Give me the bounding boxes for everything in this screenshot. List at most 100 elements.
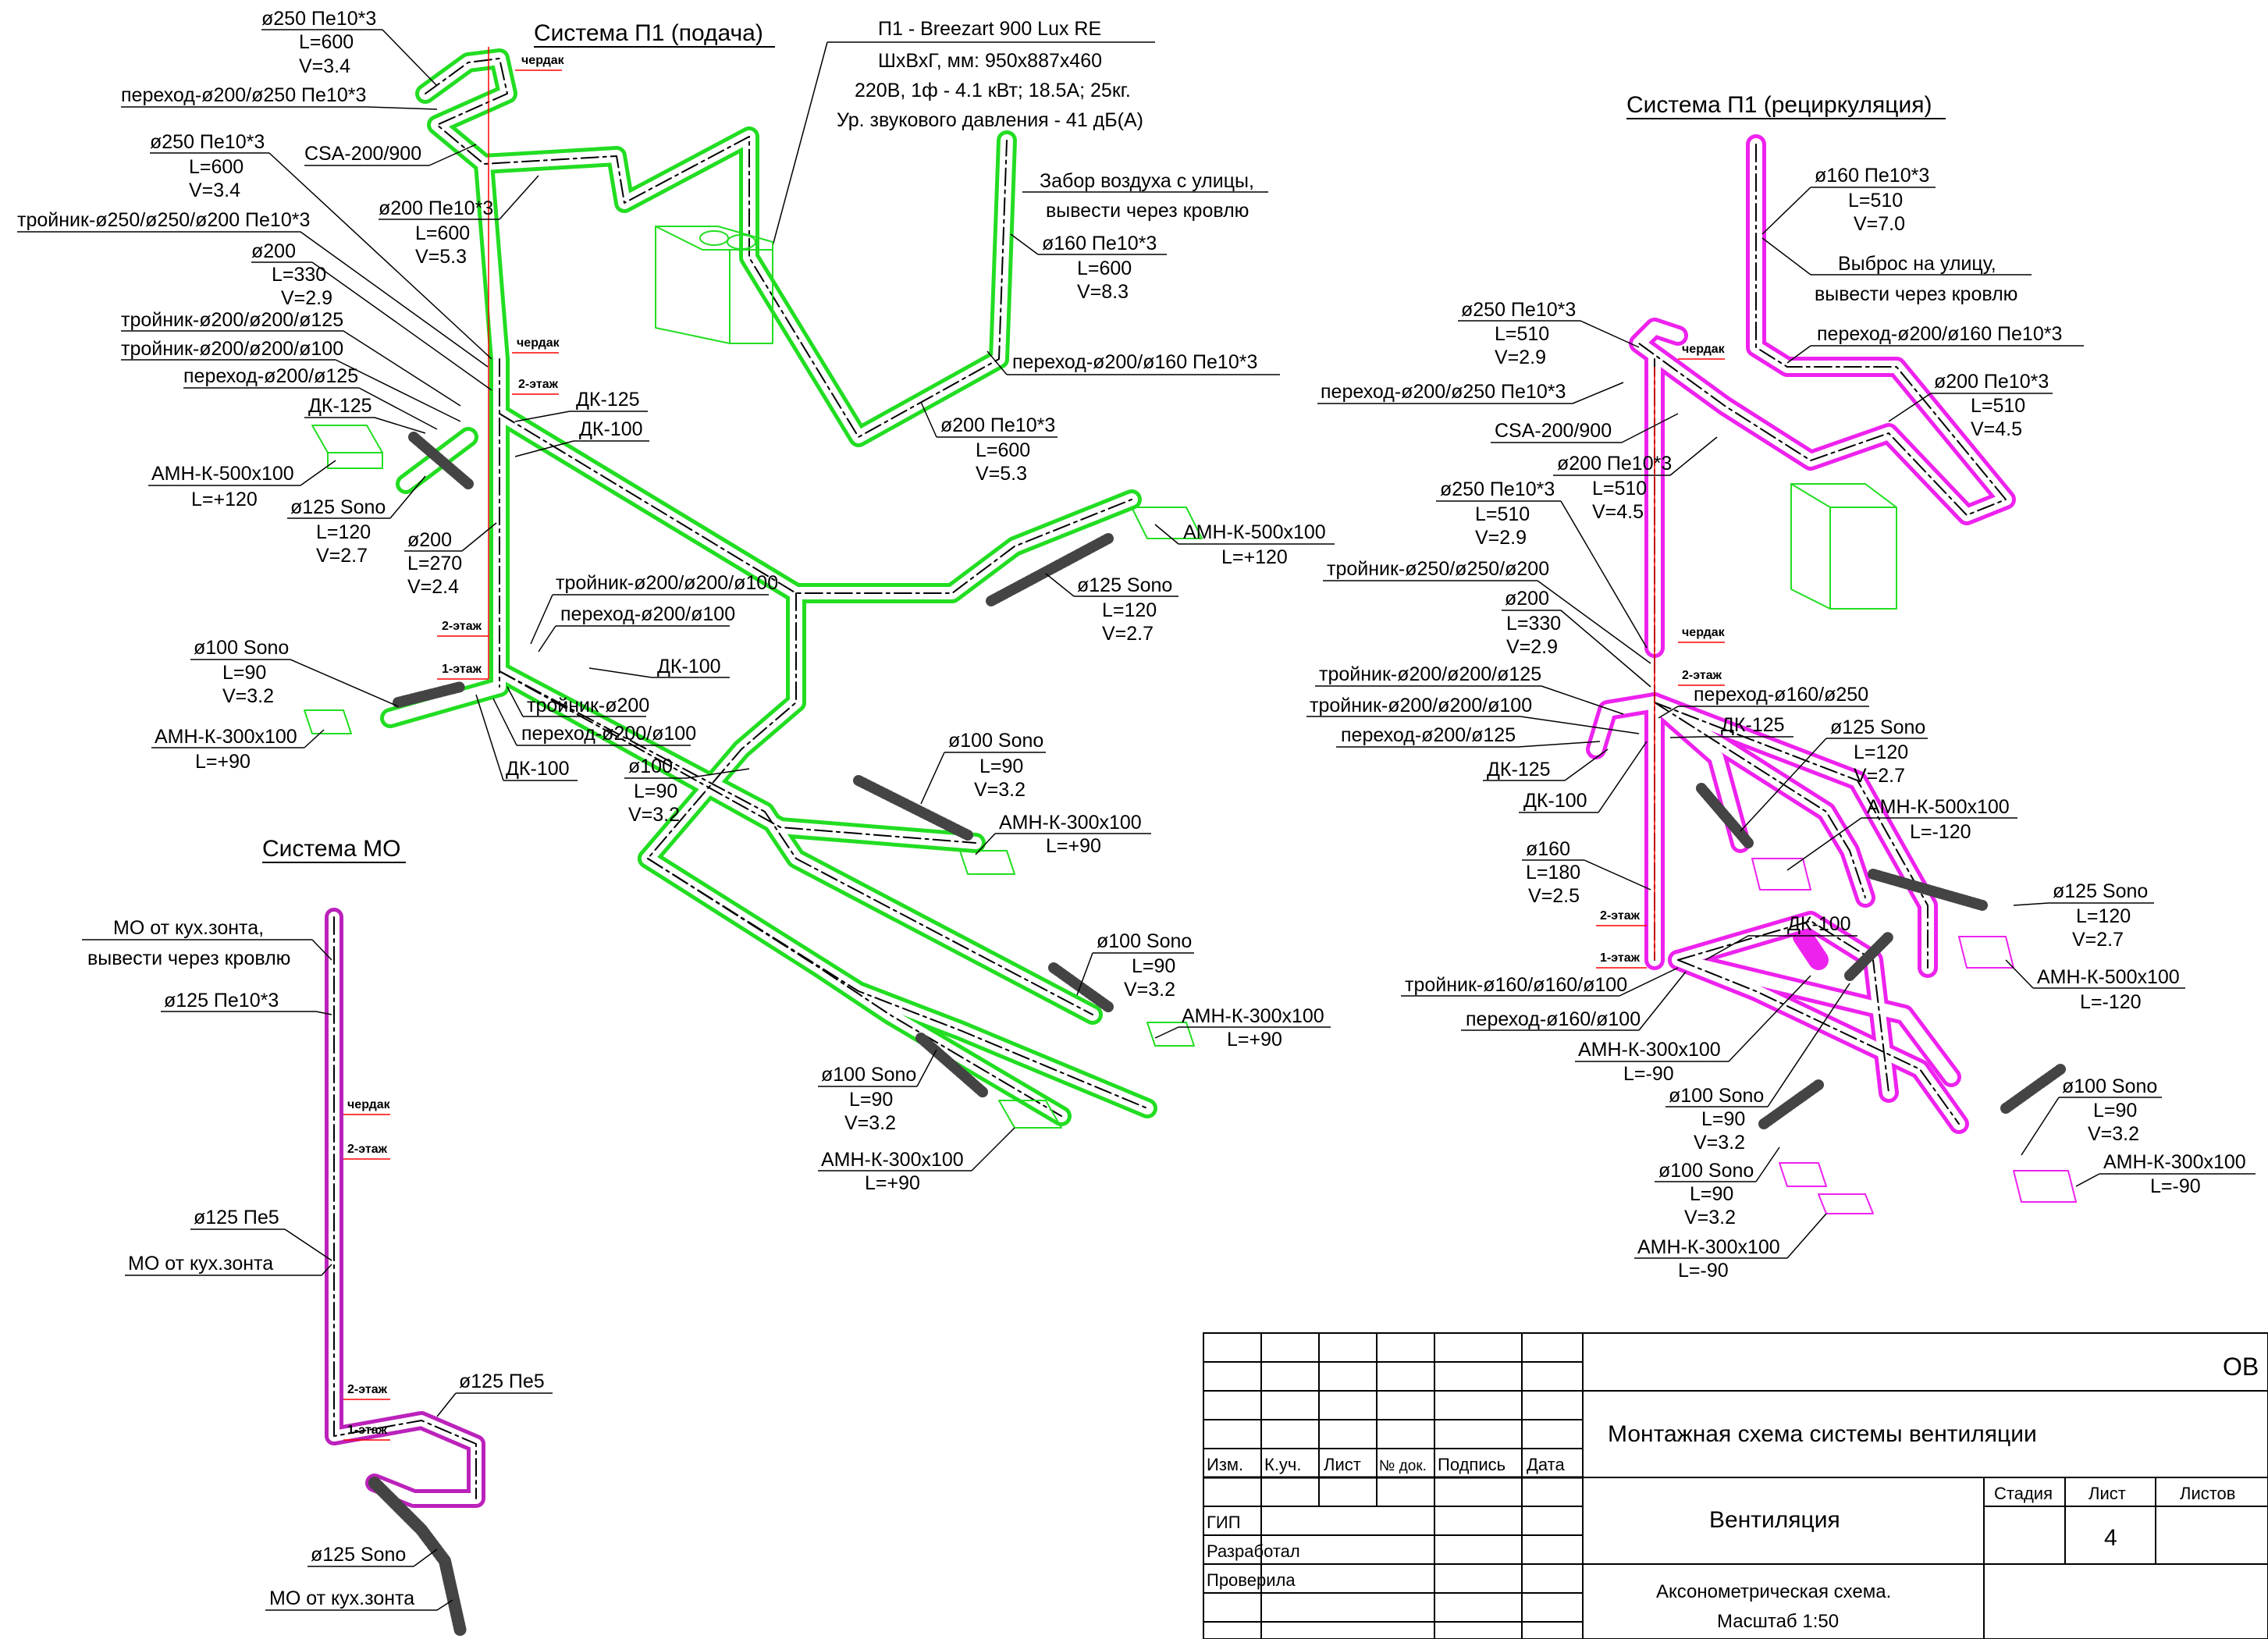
label-duct-160: ø160 L=180 V=2.5: [1522, 838, 1651, 907]
svg-text:ø200 Пе10*3: ø200 Пе10*3: [379, 197, 493, 219]
label-silencer: CSA-200/900: [1491, 413, 1679, 443]
floor-mark-floor2: 2-этаж: [1600, 909, 1641, 923]
svg-text:АМН-К-300х100: АМН-К-300х100: [1578, 1039, 1721, 1061]
label-transition: переход-ø200/ø250 Пе10*3: [1317, 381, 1624, 404]
svg-text:V=2.9: V=2.9: [281, 287, 332, 309]
doc-code: ОВ: [2223, 1353, 2259, 1381]
svg-text:V=5.3: V=5.3: [415, 246, 467, 268]
doc-section: Вентиляция: [1709, 1507, 1840, 1533]
svg-text:МО от кух.зонта: МО от кух.зонта: [269, 1587, 414, 1609]
svg-text:L=510: L=510: [1495, 323, 1549, 345]
svg-text:ДК-125: ДК-125: [1487, 759, 1551, 780]
label-diffuser: АМН-К-300х100 L=-90: [2075, 1151, 2256, 1197]
svg-text:V=4.5: V=4.5: [1971, 418, 2022, 440]
svg-text:L=90: L=90: [2093, 1100, 2137, 1122]
svg-text:ДК-100: ДК-100: [1787, 913, 1851, 935]
label-duct-200: ø200 Пе10*3 L=600 V=5.3: [379, 175, 539, 268]
svg-text:переход-ø200/ø100: переход-ø200/ø100: [560, 603, 735, 625]
svg-text:L=90: L=90: [849, 1089, 893, 1111]
svg-text:переход-ø160/ø250: переход-ø160/ø250: [1694, 684, 1868, 706]
svg-text:тройник-ø200/ø200/ø100: тройник-ø200/ø200/ø100: [556, 572, 778, 594]
recirc-labels: ø160 Пе10*3 L=510 V=7.0 Выброс на улицу,…: [1306, 165, 2256, 1282]
svg-text:V=2.5: V=2.5: [1528, 885, 1580, 907]
sheet-value: 4: [2104, 1525, 2117, 1551]
svg-text:АМН-К-500х100: АМН-К-500х100: [151, 463, 294, 485]
svg-text:ø250 Пе10*3: ø250 Пе10*3: [150, 131, 265, 153]
svg-text:переход-ø200/ø250 Пе10*3: переход-ø200/ø250 Пе10*3: [121, 84, 366, 106]
svg-text:ДК-100: ДК-100: [1523, 790, 1587, 812]
svg-text:L=600: L=600: [189, 156, 244, 178]
label-air-intake: Забор воздуха с улицы, вывести через кро…: [1022, 170, 1268, 222]
svg-text:V=2.9: V=2.9: [1506, 636, 1558, 658]
svg-text:ø200: ø200: [251, 240, 296, 262]
system-title-p1-supply: Система П1 (подача): [534, 20, 775, 48]
label-tee: тройник-ø200/ø200/ø125: [121, 309, 461, 407]
svg-text:V=3.2: V=3.2: [1124, 979, 1175, 1001]
svg-text:АМН-К-500х100: АМН-К-500х100: [2037, 966, 2180, 988]
svg-text:L=180: L=180: [1526, 862, 1580, 883]
label-diffuser: АМН-К-300х100 L=-90: [1575, 975, 1811, 1085]
label-transition: переход-ø200/ø125: [183, 365, 438, 430]
svg-text:L=510: L=510: [1971, 395, 2025, 417]
svg-text:V=3.2: V=3.2: [222, 685, 274, 707]
label-diffuser: АМН-К-300х100 L=+90: [975, 812, 1151, 857]
label-duct-100: ø100 L=90 V=3.2: [624, 756, 750, 826]
svg-text:L=510: L=510: [1848, 190, 1903, 212]
label-tee: тройник-ø160/ø160/ø100: [1401, 967, 1679, 997]
svg-text:тройник-ø200/ø200/ø100: тройник-ø200/ø200/ø100: [121, 338, 343, 360]
label-duct-200: ø200 Пе10*3 L=600 V=5.3: [920, 401, 1058, 485]
label-damper: ДК-125: [1483, 748, 1609, 781]
svg-text:L=-90: L=-90: [1623, 1063, 1674, 1085]
svg-text:L=90: L=90: [1132, 955, 1175, 977]
svg-text:ø125 Пе5: ø125 Пе5: [194, 1207, 279, 1228]
doc-scale: Масштаб 1:50: [1717, 1611, 1839, 1632]
svg-text:МО от кух.зонта,: МО от кух.зонта,: [113, 917, 264, 939]
supply-ductwork: [304, 48, 1203, 1129]
label-damper: ДК-100: [588, 656, 730, 678]
recirc-floor-marks: чердак чердак 2-этаж 2-этаж 1-этаж: [1596, 343, 1726, 969]
svg-text:L=90: L=90: [1690, 1183, 1733, 1205]
svg-text:ø200: ø200: [407, 529, 452, 551]
header-doc-no: № док.: [1379, 1458, 1427, 1474]
doc-title: Монтажная схема системы вентиляции: [1608, 1421, 2037, 1447]
label-duct-250: ø250 Пе10*3 L=600 V=3.4: [150, 131, 492, 360]
label-flex-100: ø100 Sono L=90 V=3.2: [190, 637, 399, 707]
svg-text:V=8.3: V=8.3: [1077, 281, 1129, 303]
label-silencer: CSA-200/900: [304, 143, 477, 166]
label-transition: переход-ø160/ø250: [1658, 684, 1869, 719]
label-transition: переход-ø160/ø100: [1461, 971, 1687, 1031]
label-diffuser: АМН-К-300х100 L=+90: [151, 726, 325, 773]
doc-drawing-name: Аксонометрическая схема.: [1656, 1581, 1891, 1602]
svg-text:тройник-ø250/ø250/ø200 Пе10*3: тройник-ø250/ø250/ø200 Пе10*3: [17, 209, 310, 231]
label-exhaust: Выброс на улицу, вывести через кровлю: [1761, 237, 2032, 305]
header-change: Изм.: [1207, 1455, 1243, 1474]
svg-text:CSA-200/900: CSA-200/900: [1495, 420, 1612, 442]
svg-text:L=600: L=600: [299, 31, 354, 53]
label-tee: тройник-ø250/ø250/ø200 Пе10*3: [17, 209, 489, 368]
floor-mark-floor1: 1-этаж: [442, 663, 482, 676]
floor-mark-attic: чердак: [347, 1098, 391, 1111]
svg-text:ø160 Пе10*3: ø160 Пе10*3: [1042, 233, 1157, 254]
svg-text:V=3.2: V=3.2: [628, 804, 680, 826]
label-flex-100: ø100 Sono L=90 V=3.2: [2021, 1075, 2162, 1156]
svg-text:Выброс на улицу,: Выброс на улицу,: [1838, 253, 1996, 275]
svg-text:ø100 Sono: ø100 Sono: [821, 1064, 916, 1086]
svg-text:V=2.7: V=2.7: [1102, 623, 1154, 645]
mo-ductwork: [325, 908, 485, 1637]
label-mo-flex: ø125 Sono: [307, 1544, 438, 1567]
label-tee: тройник-ø200/ø200/ø100: [121, 338, 461, 422]
label-transition: переход-ø200/ø250 Пе10*3: [121, 84, 438, 110]
sheets-label: Листов: [2180, 1484, 2235, 1503]
svg-text:АМН-К-300х100: АМН-К-300х100: [999, 812, 1142, 834]
svg-text:V=2.7: V=2.7: [1854, 765, 1905, 787]
svg-text:ø100 Sono: ø100 Sono: [1097, 930, 1192, 952]
svg-text:тройник-ø200/ø200/ø125: тройник-ø200/ø200/ø125: [1319, 663, 1541, 685]
floor-mark-floor1: 1-этаж: [1600, 951, 1641, 965]
label-transition: переход-ø200/ø160 Пе10*3: [986, 350, 1280, 375]
svg-text:V=2.7: V=2.7: [316, 545, 368, 567]
sheet-label: Лист: [2088, 1484, 2126, 1503]
svg-text:L=-120: L=-120: [1910, 821, 1971, 843]
svg-text:ø100 Sono: ø100 Sono: [2062, 1075, 2157, 1097]
floor-mark-floor2: 2-этаж: [347, 1383, 388, 1396]
svg-text:L=270: L=270: [407, 553, 462, 574]
